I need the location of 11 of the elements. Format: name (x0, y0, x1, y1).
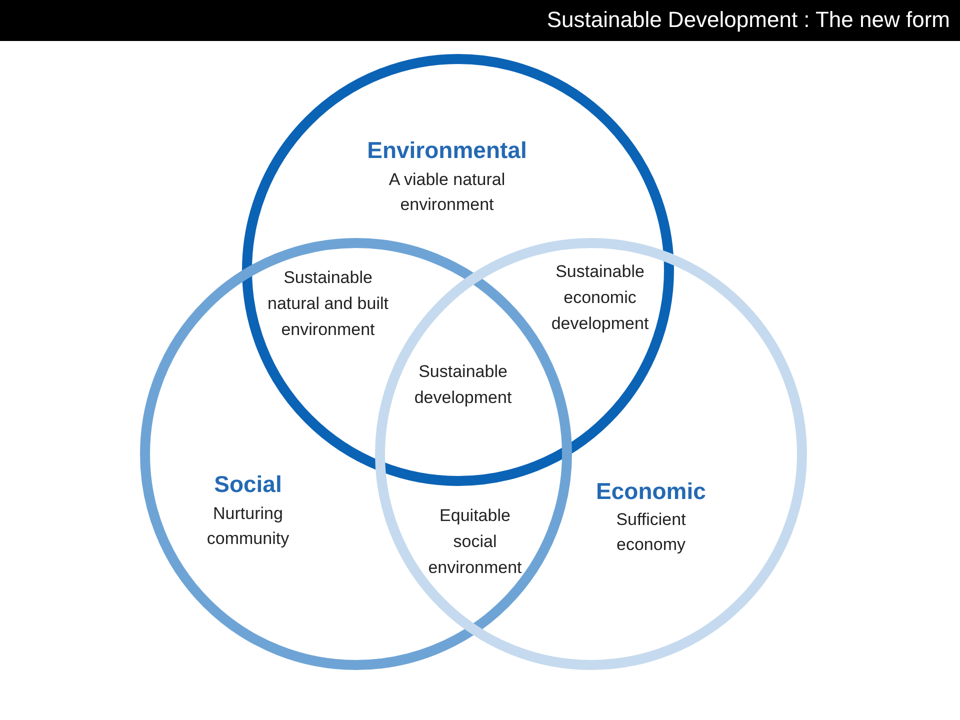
circle-description: A viable natural environment (388, 169, 506, 216)
circle-heading: Social (213, 470, 283, 498)
circle-description: Nurturing community (206, 503, 290, 550)
circle-heading: Environmental (366, 136, 528, 164)
overlap-label: Sustainable economic development (550, 261, 650, 335)
overlap-label: Sustainable natural and built environment (266, 267, 390, 341)
overlap-label: Sustainable development (413, 361, 513, 409)
circle-description: Sufficient economy (615, 509, 687, 556)
overlap-label: Equitable social environment (427, 505, 523, 579)
circle-heading: Economic (595, 477, 707, 505)
title-text: Sustainable Development : The new form (546, 7, 950, 33)
